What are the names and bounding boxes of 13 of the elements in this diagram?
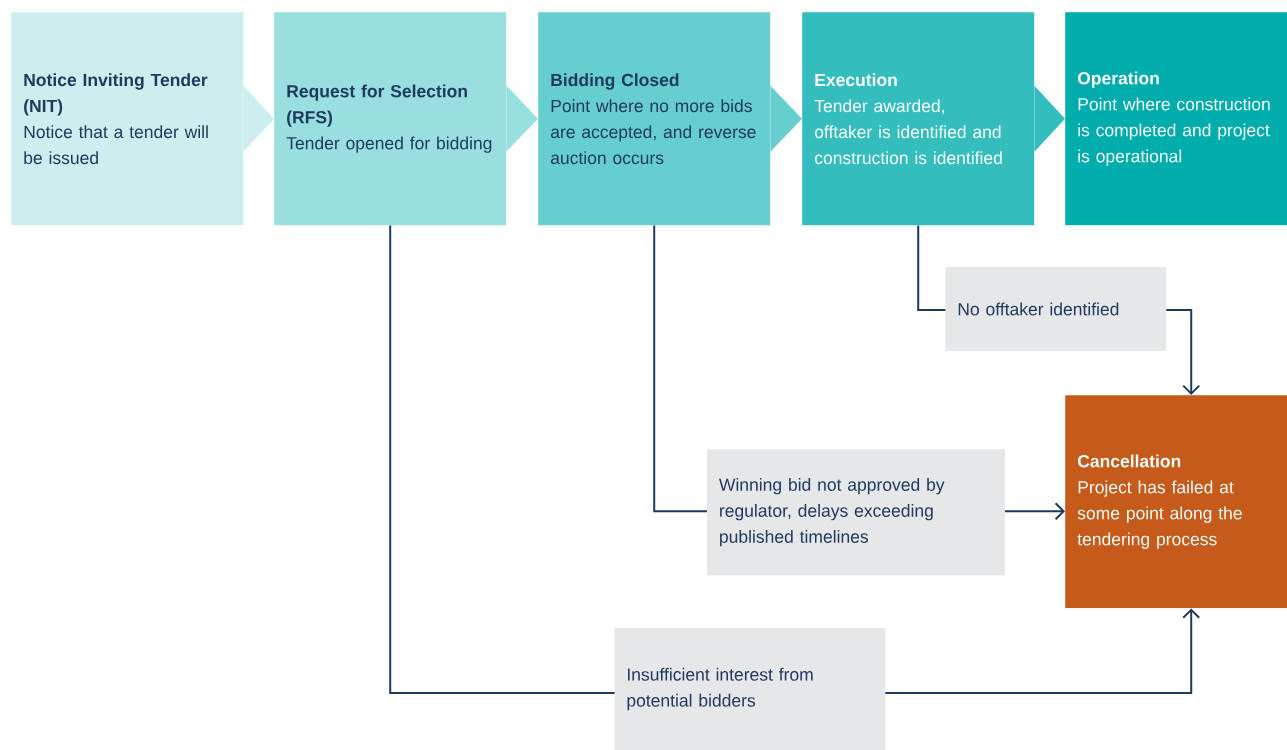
process-box: Bidding Closed Point where no more bids are accepted, and reverse auction occurs xyxy=(538,12,771,226)
process-box: Operation Point where construction is completed and project is operational xyxy=(1065,12,1287,226)
process-box: Notice Inviting Tender (NIT) Notice that a tender will be issued xyxy=(11,12,244,226)
edge-label: No offtaker identified xyxy=(945,267,1167,351)
chevron-arrow xyxy=(1034,85,1065,152)
chevron-arrow xyxy=(243,85,274,152)
chevron-arrow xyxy=(770,85,802,152)
edge-label: Winning bid not approved by regulator, delays exceeding published timelines xyxy=(706,449,1005,576)
process-box: Execution Tender awarded, offtaker is identified and construction is identified xyxy=(802,12,1035,226)
process-box: Request for Selection (RFS) Tender opened for bidding xyxy=(274,12,507,226)
chevron-arrow xyxy=(506,85,538,152)
process-box: Cancellation Project has failed at some point along the tendering process xyxy=(1065,395,1287,609)
edge-label: Insufficient interest from potential bidders xyxy=(614,628,886,750)
